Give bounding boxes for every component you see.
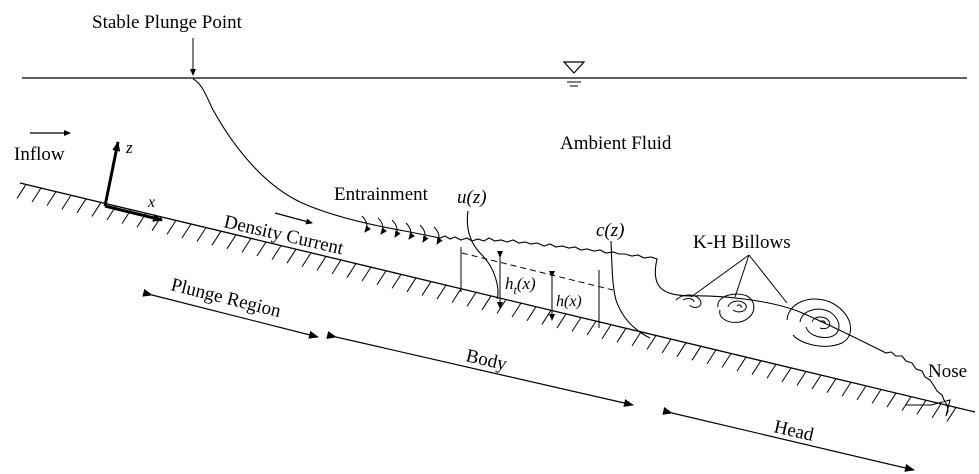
bed-hatch [481, 295, 492, 311]
kh-billow-large [786, 298, 851, 347]
bed-hatch [421, 281, 432, 296]
bed-hatch [346, 263, 357, 278]
bed-hatch [886, 392, 897, 408]
free-surface-icon [562, 61, 586, 87]
x-axis-label: x [147, 194, 155, 211]
bed-hatch [166, 220, 177, 235]
bed-hatch [841, 381, 852, 397]
entrainment-label: Entrainment [334, 184, 429, 205]
kh-billow-medium [717, 293, 755, 323]
h-level-dashed-line [461, 252, 614, 291]
c-profile-label: c(z) [596, 220, 624, 241]
bed-hatch [256, 241, 267, 257]
bed-hatch [391, 274, 402, 289]
bed-hatch [586, 320, 597, 336]
density-current-label: Density Current [222, 211, 346, 259]
bed-hatch [946, 407, 957, 422]
bed-hatch [736, 356, 747, 372]
bed-hatch [76, 198, 87, 214]
c-profile-curve [610, 240, 651, 339]
bed-hatch [751, 360, 762, 375]
body-label: Body [464, 345, 509, 375]
bed-hatch [721, 353, 732, 368]
head-label: Head [772, 416, 816, 446]
bed-hatch [901, 396, 912, 411]
head-arrow [662, 407, 915, 472]
h-label: h(x) [556, 293, 582, 310]
bed-hatch [661, 338, 672, 354]
bed-hatch [646, 335, 657, 350]
bed-hatch [241, 238, 252, 253]
bed-hatch [601, 324, 612, 339]
bed-hatch [331, 259, 342, 275]
bed-hatch [361, 266, 372, 282]
z-axis-arrow [103, 141, 121, 207]
bed-hatch [16, 184, 27, 199]
bed-hatch [706, 349, 717, 365]
bed-hatch [811, 374, 822, 390]
bed-hatch [211, 230, 222, 246]
x-axis-arrow [104, 204, 163, 222]
bed-hatch [436, 284, 447, 300]
kh-billow-small [675, 294, 702, 308]
bed-hatch [556, 313, 567, 329]
bed-hatch [691, 346, 702, 361]
plunge-region-label: Plunge Region [169, 274, 284, 322]
bed-hatch [526, 306, 537, 322]
bed-hatch [616, 328, 627, 343]
bed-hatch [496, 299, 507, 314]
bed-hatch [796, 371, 807, 386]
inflow-label: Inflow [14, 144, 65, 165]
bed-hatch [301, 252, 312, 268]
bed-hatch [871, 389, 882, 404]
bed-hatch [46, 191, 57, 206]
bed-hatch [226, 234, 237, 250]
bed-hatch [676, 342, 687, 357]
bed-hatch [181, 223, 192, 239]
bed-hatch [316, 256, 327, 271]
body-arrow [326, 331, 634, 407]
bed-hatch [571, 317, 582, 332]
u-profile-label: u(z) [457, 187, 487, 208]
plunge-region-arrow [142, 288, 319, 339]
bed-hatch [631, 331, 642, 347]
bed-hatch [61, 194, 72, 210]
entrainment-arrows [361, 215, 443, 245]
bed-hatch [376, 270, 387, 286]
bed-hatch [916, 399, 927, 415]
bed-hatch [511, 302, 522, 318]
kh-billows-label: K-H Billows [693, 232, 791, 253]
bed-hatch [196, 227, 207, 242]
z-axis-label: z [125, 138, 133, 157]
nose-label: Nose [928, 361, 967, 382]
kh-billow-pointers [690, 254, 788, 304]
current-interface [192, 78, 951, 417]
stable-plunge-point-label: Stable Plunge Point [92, 12, 243, 33]
ambient-fluid-label: Ambient Fluid [560, 133, 672, 154]
bed-hatch [271, 245, 282, 260]
bed-hatch [931, 403, 942, 419]
bed-hatch [856, 385, 867, 401]
bed-hatch [541, 310, 552, 325]
bed-hatch [766, 364, 777, 379]
bed-hatch [466, 292, 477, 307]
bed-hatch [406, 277, 417, 293]
bed-hatch [826, 378, 837, 393]
bed-hatch [286, 248, 297, 264]
density-current-arrow [274, 212, 313, 225]
bed-hatch [781, 367, 792, 383]
bed-hatch [31, 187, 42, 203]
ht-label: ht(x) [505, 274, 536, 297]
bed-hatch [91, 202, 102, 217]
bed-hatch [451, 288, 462, 304]
